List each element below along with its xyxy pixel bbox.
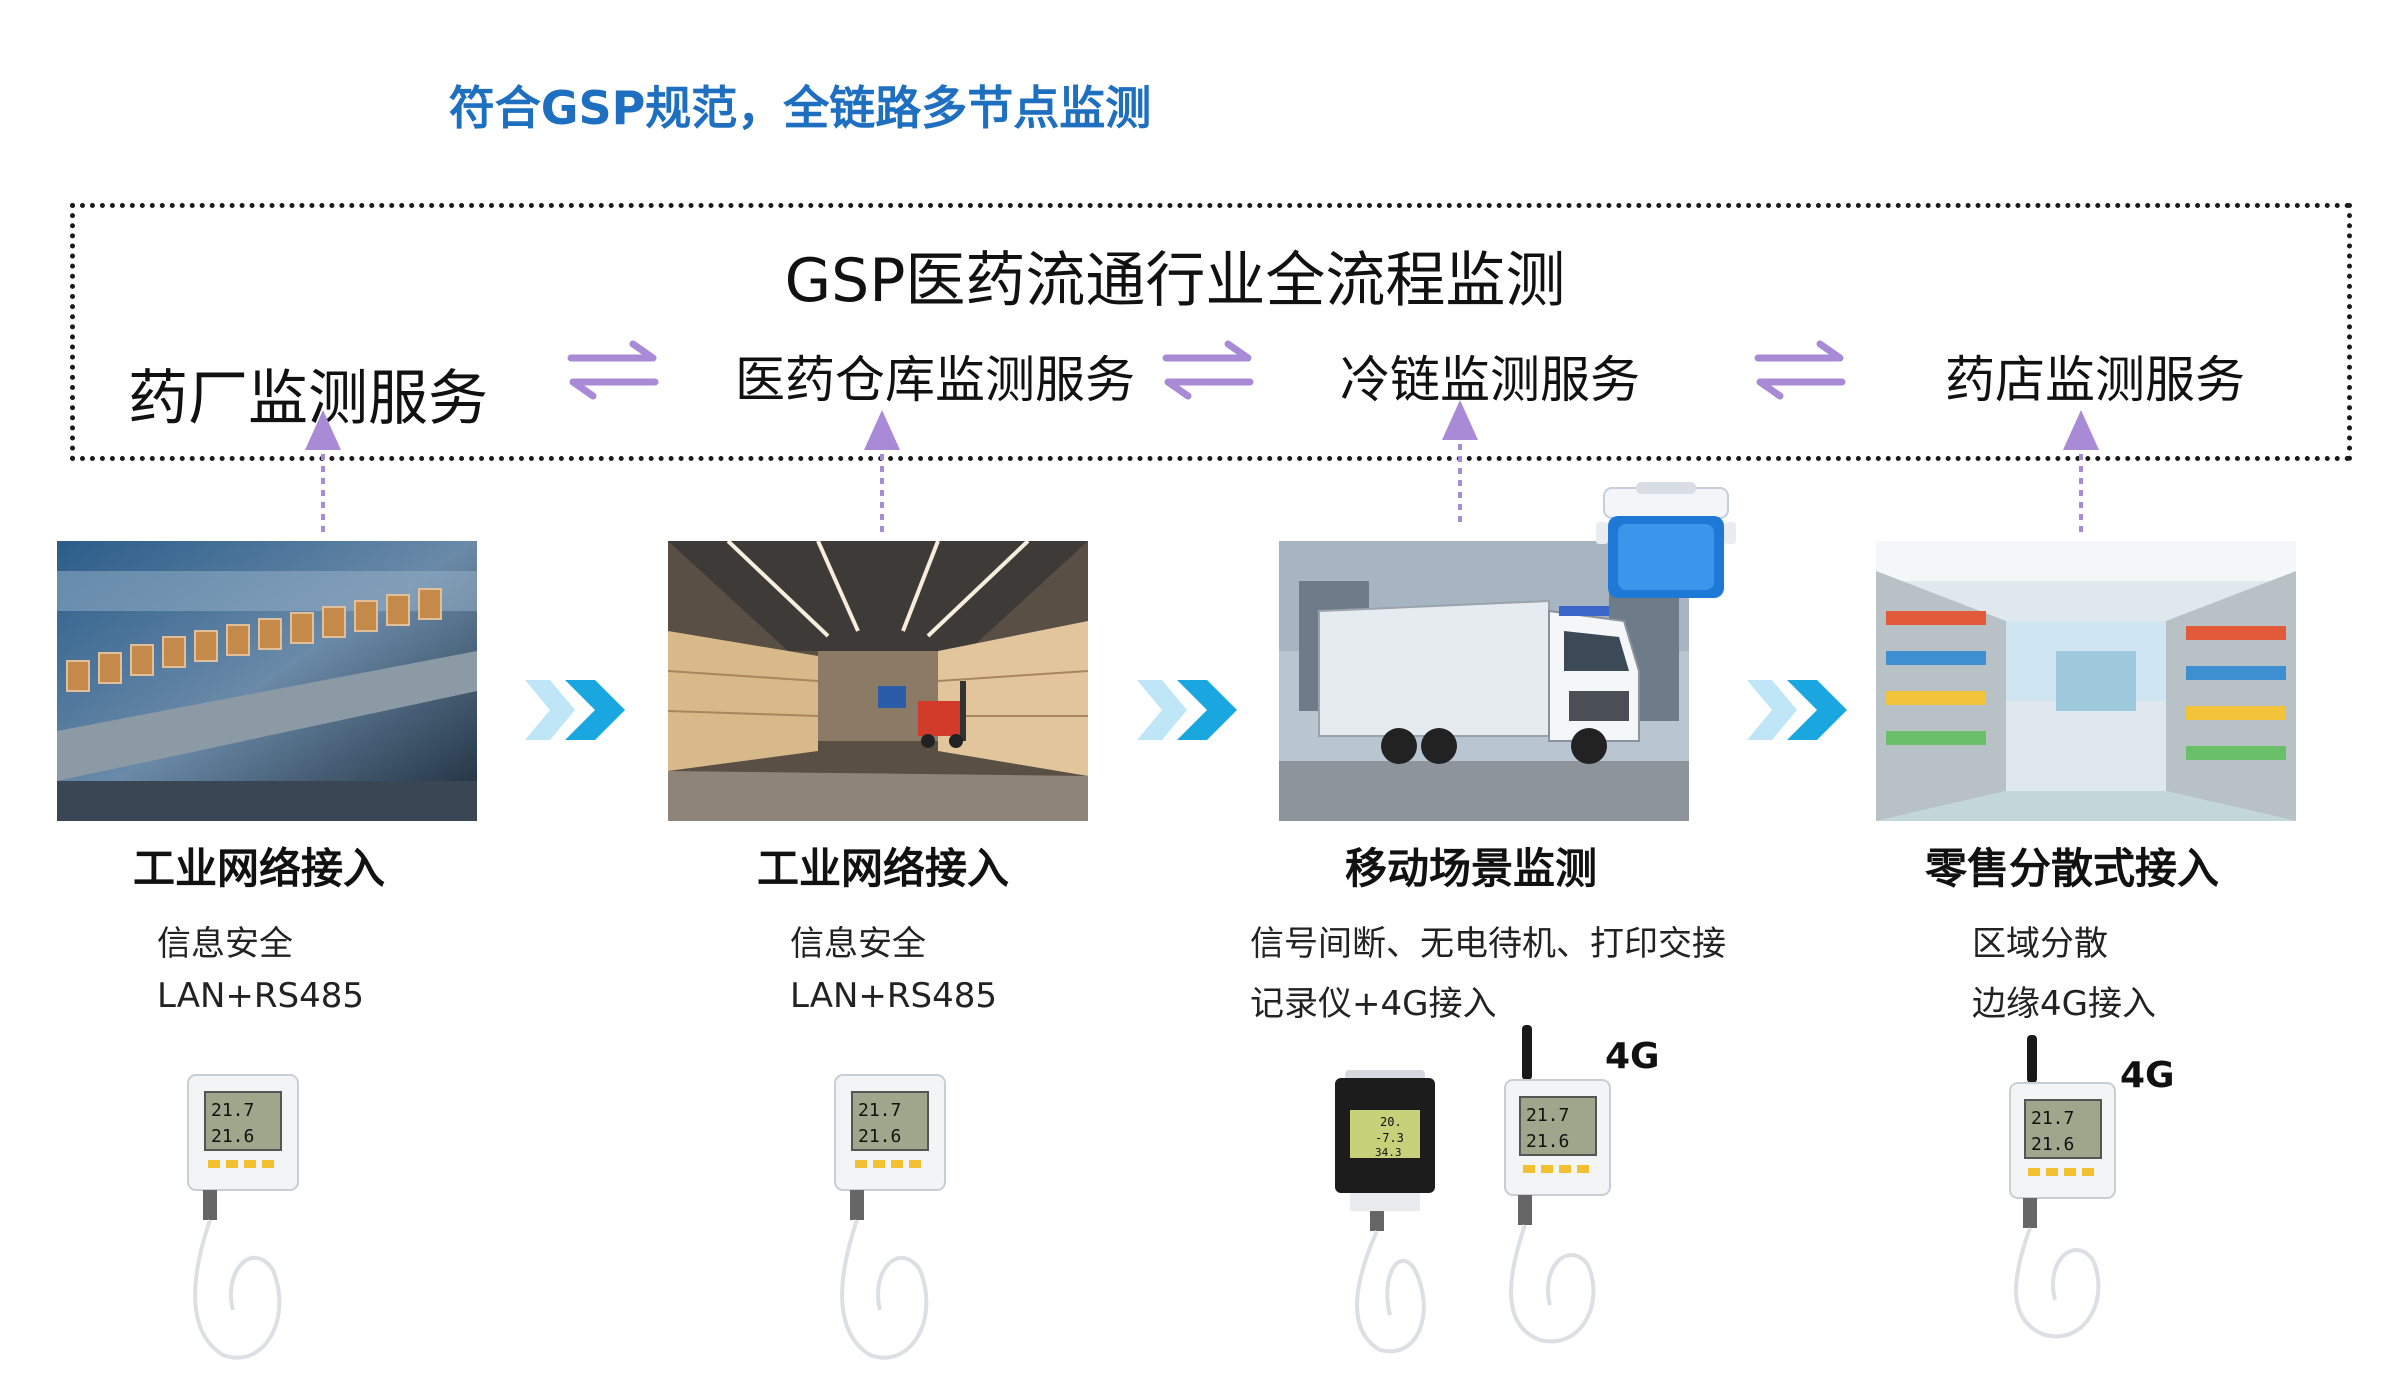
recorder-line2: -7.3 [1375, 1131, 1404, 1145]
temperature-humidity-sensor: 21.7 21.6 [830, 1070, 990, 1370]
swap-arrows-icon [1754, 340, 1846, 400]
4g-badge: 4G [1605, 1036, 1660, 1077]
data-recorder: 20. -7.3 34.3 [1335, 1070, 1455, 1370]
service-warehouse: 医药仓库监测服务 [735, 351, 1135, 409]
stage-line: LAN+RS485 [790, 976, 998, 1016]
stage-line: 边缘4G接入 [1972, 984, 2156, 1024]
4g-badge: 4G [2120, 1055, 2175, 1096]
service-factory: 药厂监测服务 [128, 364, 488, 434]
stage-line: 信息安全 [790, 924, 926, 964]
cooler-box-icon [1596, 482, 1736, 598]
stage-title: 工业网络接入 [757, 844, 1010, 893]
svg-text:21.7: 21.7 [2031, 1108, 2074, 1129]
4g-sensor: 21.7 21.6 [1500, 1025, 1680, 1365]
pharmacy-photo [1876, 541, 2296, 821]
service-coldchain: 冷链监测服务 [1340, 351, 1640, 409]
recorder-line1: 20. [1380, 1115, 1402, 1129]
stage-line: LAN+RS485 [157, 976, 365, 1016]
swap-arrows-icon [567, 340, 659, 400]
4g-sensor: 21.7 21.6 [2005, 1035, 2185, 1345]
stage-title: 移动场景监测 [1345, 844, 1598, 893]
stage-title: 零售分散式接入 [1925, 844, 2220, 893]
sensor-hum: 21.6 [211, 1126, 254, 1147]
service-pharmacy: 药店监测服务 [1945, 351, 2245, 409]
warehouse-photo [668, 541, 1088, 821]
chevron-right-icon [1747, 680, 1847, 740]
up-arrow-icon [864, 410, 900, 538]
stage-line: 记录仪+4G接入 [1250, 984, 1497, 1024]
svg-text:21.6: 21.6 [1526, 1131, 1569, 1152]
process-box [70, 203, 2352, 461]
temperature-humidity-sensor: 21.7 21.6 [183, 1070, 343, 1370]
svg-text:21.6: 21.6 [858, 1126, 901, 1147]
stage-line: 信息安全 [157, 924, 293, 964]
chevron-right-icon [1137, 680, 1237, 740]
up-arrow-icon [1442, 400, 1478, 528]
page-title: 符合GSP规范，全链路多节点监测 [448, 81, 1152, 135]
svg-text:21.7: 21.7 [1526, 1105, 1569, 1126]
recorder-line3: 34.3 [1375, 1146, 1402, 1159]
svg-text:21.7: 21.7 [858, 1100, 901, 1121]
chevron-right-icon [525, 680, 625, 740]
up-arrow-icon [305, 410, 341, 538]
up-arrow-icon [2063, 410, 2099, 538]
svg-text:21.6: 21.6 [2031, 1134, 2074, 1155]
swap-arrows-icon [1162, 340, 1254, 400]
factory-photo [57, 541, 477, 821]
sensor-temp: 21.7 [211, 1100, 254, 1121]
stage-title: 工业网络接入 [133, 844, 386, 893]
stage-line: 区域分散 [1972, 924, 2108, 964]
stage-line: 信号间断、无电待机、打印交接 [1250, 924, 1726, 964]
box-title: GSP医药流通行业全流程监测 [784, 246, 1566, 316]
